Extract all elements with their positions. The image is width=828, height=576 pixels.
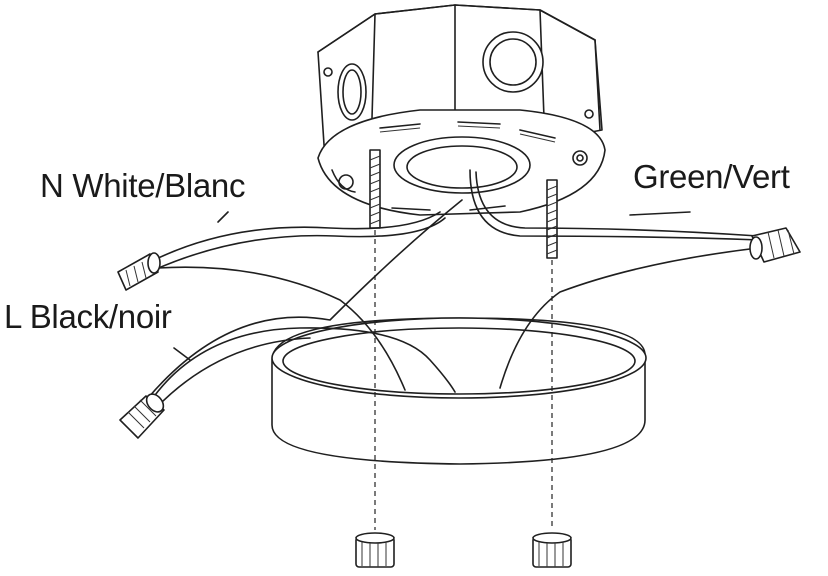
alignment-lines [374,230,553,530]
canopy-ring [271,317,647,465]
junction-box [317,4,606,216]
wire-connector-left-upper [117,252,161,291]
cap-nut-right [532,532,572,568]
wires [147,169,761,409]
wire-connector-right [749,227,801,263]
wire-connector-left-lower [119,393,165,439]
line-wire-label: L Black/noir [4,298,172,335]
ground-wire-label: Green/Vert [633,158,790,195]
cap-nut-left [355,532,395,568]
neutral-wire-label: N White/Blanc [40,167,246,204]
